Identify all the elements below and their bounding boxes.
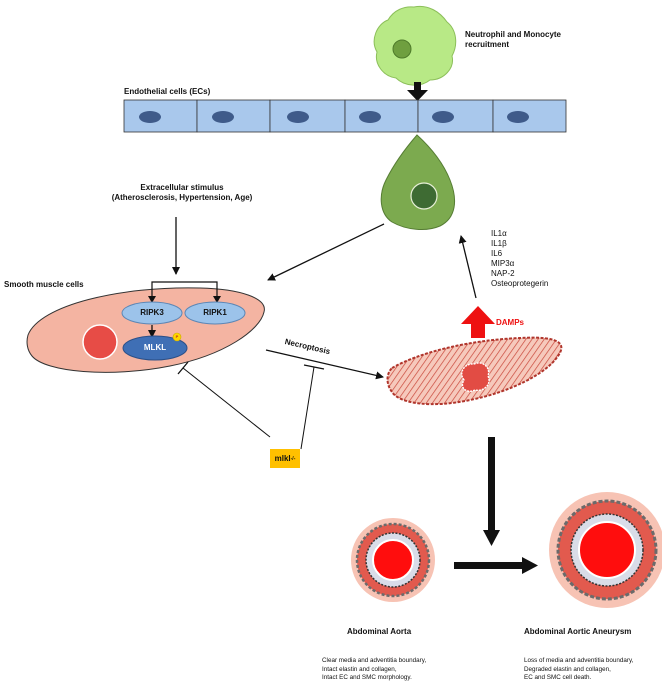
mlkl-inhibition-lines [177, 361, 325, 450]
mlkl-gene: mlkl [274, 454, 291, 463]
ripk1-label: RIPK1 [203, 308, 227, 317]
cytokine-list: IL1α IL1β IL6 MIP3α NAP-2 Osteoprotegeri… [491, 229, 591, 289]
mlkl-node [122, 335, 188, 361]
cytokine-1: IL1α [491, 229, 507, 238]
aorta-section [351, 518, 435, 602]
necrotic-cell [386, 336, 563, 406]
damps-arrow [461, 306, 495, 338]
aorta-title: Abdominal Aorta [347, 627, 412, 636]
ripk-bracket [148, 281, 221, 303]
damps-label: DAMPs [496, 318, 525, 327]
mlkl-label: MLKL [143, 343, 167, 352]
aneurysm-notes: Loss of media and adventitia boundary, D… [524, 657, 662, 683]
monocyte-to-smc-arrow [267, 223, 385, 281]
aneurysm-note-1: Loss of media and adventitia boundary, [524, 657, 634, 664]
monocyte-cell [380, 134, 456, 230]
aorta-note-1: Clear media and adventitia boundary, [322, 657, 427, 664]
progression-arrow-right [454, 557, 538, 574]
ripk3-node [121, 301, 183, 325]
cytokine-5: NAP-2 [491, 269, 515, 278]
stimulus-label: Extracellular stimulus (Atherosclerosis,… [96, 183, 268, 203]
neutrophil-cell [373, 5, 457, 86]
stimulus-causes: (Atherosclerosis, Hypertension, Age) [111, 193, 253, 202]
endothelial-label: Endothelial cells (ECs) [124, 87, 211, 96]
cytokine-4: MIP3α [491, 259, 515, 268]
aorta-note-2: Intact elastin and collagen, [322, 665, 397, 673]
aneurysm-section [549, 492, 662, 608]
stimulus-title: Extracellular stimulus [140, 183, 224, 192]
necroptosis-arrow [265, 349, 384, 380]
ripk1-node [184, 301, 246, 325]
cytokine-arrow [458, 235, 477, 299]
smc-label: Smooth muscle cells [4, 280, 84, 289]
aneurysm-title: Abdominal Aortic Aneurysm [524, 627, 632, 636]
endothelial-layer [123, 99, 567, 133]
aneurysm-note-3: EC and SMC cell death. [524, 674, 592, 681]
phospho-badge [172, 332, 182, 342]
ripk3-label: RIPK3 [140, 308, 164, 317]
aorta-note-3: Intact EC and SMC morphology. [322, 674, 412, 681]
phospho-label: P [175, 334, 179, 339]
aneurysm-note-2: Degraded elastin and collagen, [524, 665, 611, 673]
mlkl-knockout-box: mlkl-/- [270, 449, 300, 468]
aorta-notes: Clear media and adventitia boundary, Int… [322, 657, 492, 683]
cytokine-3: IL6 [491, 249, 503, 258]
neutrophil-label: Neutrophil and Monocyte recruitment [465, 30, 561, 49]
cytokine-2: IL1β [491, 239, 507, 248]
recruitment-arrow [407, 82, 428, 101]
cytokine-6: Osteoprotegerin [491, 279, 549, 288]
progression-arrow-down [483, 437, 500, 546]
